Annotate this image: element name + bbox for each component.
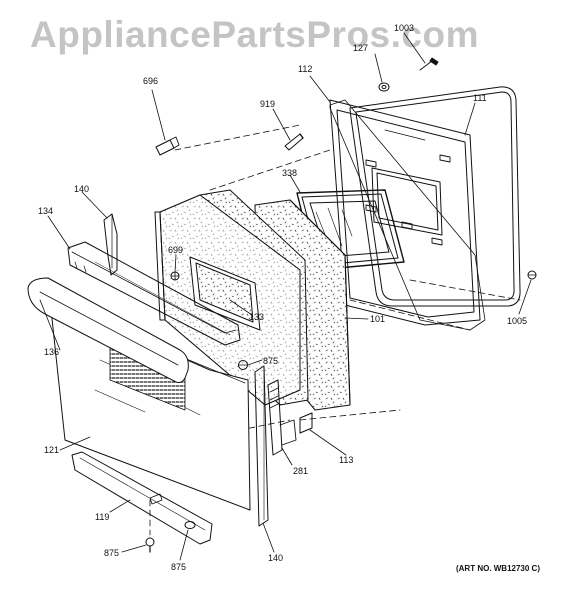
callout-919: 919 bbox=[260, 99, 275, 109]
callout-labels: 696 1003 127 112 111 919 338 140 134 699… bbox=[38, 23, 527, 572]
callout-119: 119 bbox=[95, 512, 109, 522]
grommet-127 bbox=[378, 82, 390, 92]
callout-696: 696 bbox=[143, 76, 158, 86]
rear-gasket-111 bbox=[349, 86, 521, 307]
vent-trim-134 bbox=[67, 241, 241, 346]
screw-699 bbox=[170, 271, 180, 281]
screw-696 bbox=[155, 136, 180, 156]
callout-875-mid: 875 bbox=[263, 356, 278, 366]
callout-875-bl: 875 bbox=[104, 548, 119, 558]
callout-1005: 1005 bbox=[507, 316, 527, 326]
screw-875-mid bbox=[238, 360, 248, 370]
callout-121: 121 bbox=[44, 445, 59, 455]
leader-lines bbox=[39, 32, 532, 561]
callout-136: 136 bbox=[44, 347, 59, 357]
callout-111: 111 bbox=[473, 93, 487, 103]
callout-133: 133 bbox=[249, 312, 264, 322]
callout-113: 113 bbox=[339, 455, 353, 465]
callout-875-bm: 875 bbox=[171, 562, 186, 572]
liner-clips bbox=[365, 154, 451, 246]
callout-127: 127 bbox=[353, 43, 368, 53]
callout-101: 101 bbox=[370, 314, 385, 324]
hinge-281 bbox=[267, 379, 297, 456]
callout-338: 338 bbox=[282, 168, 297, 178]
alignment-lines bbox=[149, 124, 521, 536]
side-rail-140-top bbox=[103, 213, 118, 276]
handle-136 bbox=[27, 277, 189, 383]
screw-1005 bbox=[527, 270, 537, 280]
screw-1003 bbox=[419, 57, 439, 71]
screw-875-bl bbox=[145, 537, 155, 553]
callout-112: 112 bbox=[298, 64, 312, 74]
callout-140-top: 140 bbox=[74, 184, 89, 194]
art-number: (ART NO. WB12730 C) bbox=[455, 564, 540, 573]
bottom-trim-119 bbox=[71, 451, 213, 545]
callout-140-bot: 140 bbox=[268, 553, 283, 563]
callout-1003: 1003 bbox=[394, 23, 414, 33]
hinge-113 bbox=[299, 412, 313, 434]
callout-281: 281 bbox=[293, 466, 308, 476]
callout-134: 134 bbox=[38, 206, 53, 216]
side-rail-140-bot bbox=[254, 365, 269, 527]
callout-699: 699 bbox=[168, 245, 183, 255]
pin-919 bbox=[284, 133, 304, 151]
watermark: AppliancePartsPros.com bbox=[30, 14, 479, 55]
